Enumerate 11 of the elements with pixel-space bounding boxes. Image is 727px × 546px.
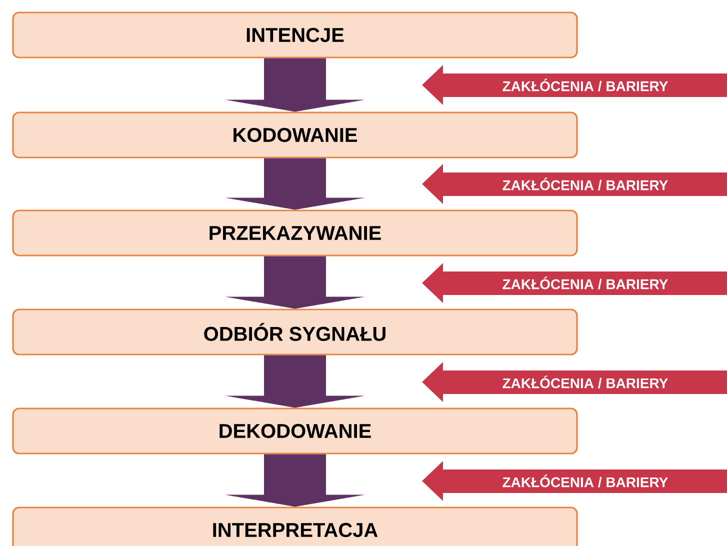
down-arrow	[225, 454, 365, 507]
down-arrow	[225, 58, 365, 112]
process-box: ODBIÓR SYGNAŁU	[12, 308, 578, 356]
process-box: KODOWANIE	[12, 112, 578, 158]
down-arrow	[225, 355, 365, 408]
down-arrow	[225, 256, 365, 309]
down-arrow	[225, 158, 365, 210]
process-box: PRZEKAZYWANIE	[12, 210, 578, 256]
process-box: INTENCJE	[12, 12, 578, 58]
process-box: DEKODOWANIE	[12, 408, 578, 454]
process-box: INTERPRETACJA	[12, 506, 578, 546]
